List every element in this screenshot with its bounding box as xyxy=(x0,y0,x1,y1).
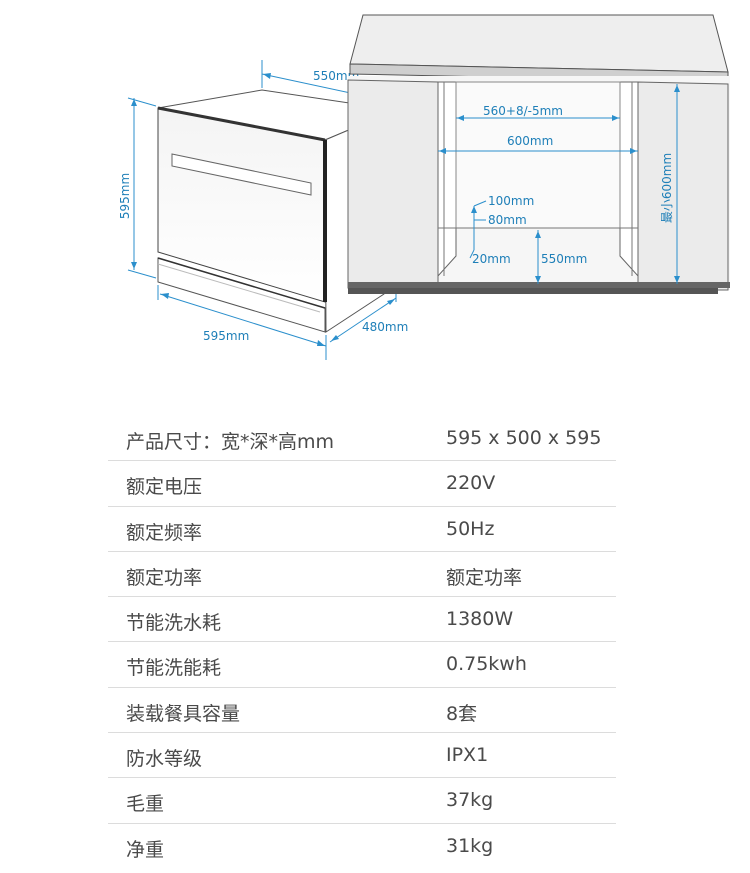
spec-label: 防水等级 xyxy=(126,748,203,771)
spec-label: 毛重 xyxy=(126,793,165,816)
label-cabinet-550: 550mm xyxy=(541,252,587,266)
spec-value: 1380W xyxy=(446,608,514,631)
spec-value: IPX1 xyxy=(446,744,489,767)
spec-label: 额定频率 xyxy=(126,521,203,544)
spec-value: 额定功率 xyxy=(446,566,523,589)
spec-value: 8套 xyxy=(446,702,478,725)
spec-row-energy: 节能洗能耗 0.75kwh xyxy=(108,642,616,688)
spec-label: 额定电压 xyxy=(126,476,203,499)
dim-cabinet-min-height: 最小600mm xyxy=(660,84,680,284)
spec-label: 额定功率 xyxy=(126,566,203,589)
spec-value: 37kg xyxy=(446,789,494,812)
spec-label: 节能洗能耗 xyxy=(126,657,222,680)
label-appliance-height: 595mm xyxy=(118,173,132,219)
dim-cabinet-width: 600mm xyxy=(438,134,638,154)
dim-appliance-top-depth: 550mm xyxy=(261,60,398,108)
label-cabinet-100: 100mm xyxy=(488,194,534,208)
spec-label: 产品尺寸：宽*深*高mm xyxy=(126,431,335,453)
spec-row-size: 产品尺寸：宽*深*高mm 595 x 500 x 595 xyxy=(108,416,616,462)
spec-row-power: 额定功率 额定功率 xyxy=(108,552,616,598)
spec-row-waterproof: 防水等级 IPX1 xyxy=(108,733,616,779)
spec-row-water: 节能洗水耗 1380W xyxy=(108,597,616,643)
spec-value: 31kg xyxy=(446,834,494,857)
dim-appliance-bottom-depth: 480mm xyxy=(329,280,408,343)
installation-diagram: 595mm 595mm 550mm 590mm 480mm xyxy=(118,14,730,360)
spec-label: 装载餐具容量 xyxy=(126,702,241,725)
dim-cabinet-detail: 100mm 80mm 20mm 550mm xyxy=(469,194,587,284)
label-appliance-bottom-depth: 480mm xyxy=(362,320,408,334)
cabinet-drawing xyxy=(347,14,730,294)
label-appliance-width: 595mm xyxy=(203,329,249,343)
spec-row-gross-weight: 毛重 37kg xyxy=(108,778,616,824)
spec-value: 0.75kwh xyxy=(446,653,527,676)
dim-appliance-height: 595mm xyxy=(118,97,157,279)
spec-row-net-weight: 净重 31kg xyxy=(108,824,616,869)
spec-row-frequency: 额定频率 50Hz xyxy=(108,507,616,552)
spec-value: 220V xyxy=(446,472,496,495)
label-cabinet-width: 600mm xyxy=(507,134,553,148)
spec-row-capacity: 装载餐具容量 8套 xyxy=(108,688,616,734)
spec-value: 50Hz xyxy=(446,517,495,540)
label-cabinet-inner-width: 560+8/-5mm xyxy=(483,104,563,118)
spec-label: 节能洗水耗 xyxy=(126,612,222,635)
dim-cabinet-inner-width: 560+8/-5mm xyxy=(456,104,620,121)
dim-appliance-width: 595mm xyxy=(157,285,327,360)
spec-table: 产品尺寸：宽*深*高mm 595 x 500 x 595 额定电压 220V 额… xyxy=(108,416,616,869)
label-cabinet-20: 20mm xyxy=(472,252,511,266)
spec-row-voltage: 额定电压 220V xyxy=(108,461,616,507)
label-cabinet-80: 80mm xyxy=(488,213,527,227)
label-cabinet-min-height: 最小600mm xyxy=(660,153,674,223)
spec-value: 595 x 500 x 595 xyxy=(446,427,602,449)
spec-label: 净重 xyxy=(126,838,165,861)
